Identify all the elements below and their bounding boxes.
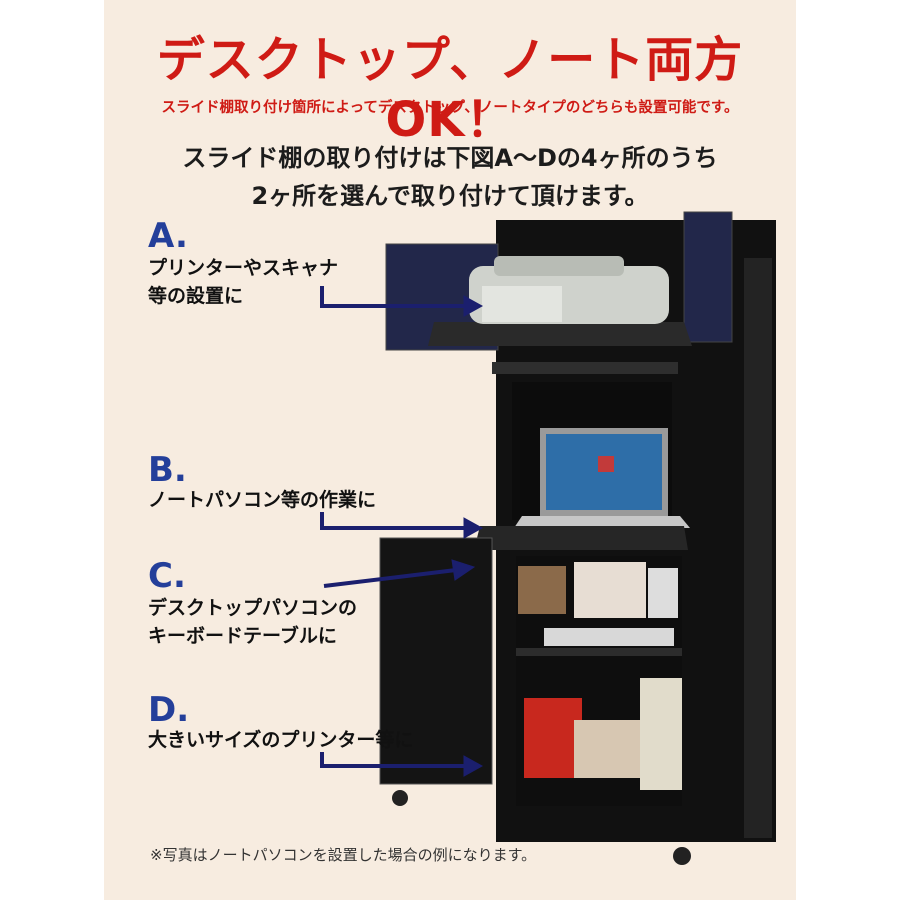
cd-stack — [518, 566, 566, 614]
lower-left-door — [379, 537, 493, 785]
trash-bin — [640, 678, 682, 790]
check-basket — [574, 720, 644, 778]
arrow-a-head — [463, 295, 484, 317]
printer-tray — [482, 286, 562, 322]
arrows — [320, 286, 484, 777]
callout-a-letter: A. — [148, 216, 188, 256]
callout-a-line-1: プリンターやスキャナ — [148, 257, 339, 279]
callout-b-line-1: ノートパソコン等の作業に — [148, 489, 377, 511]
arrow-b-line — [320, 512, 464, 530]
lead-line-2: 2ヶ所を選んで取り付けて頂けます。 — [251, 182, 649, 210]
cabinet-illustration — [320, 211, 776, 865]
callout-a-line-2: 等の設置に — [148, 285, 244, 307]
callout-b-letter: B. — [148, 450, 187, 490]
shelf-b — [474, 526, 688, 550]
page-title: デスクトップ、ノート両方OK！ — [156, 32, 744, 148]
callout-c-line-2: キーボードテーブルに — [148, 625, 337, 647]
callout-d-line-1: 大きいサイズのプリンター等に — [148, 729, 414, 751]
arrow-b-head — [463, 517, 484, 539]
caster-right — [673, 847, 691, 865]
callout-c-letter: C. — [148, 556, 186, 596]
arrow-c-line — [323, 568, 457, 588]
paper-box — [574, 562, 646, 618]
printer-top — [494, 256, 624, 276]
small-box — [544, 628, 674, 646]
callout-d-letter: D. — [148, 690, 190, 730]
lead-line-1: スライド棚の取り付けは下図A～Dの4ヶ所のうち — [182, 144, 718, 172]
arrow-c-head — [451, 559, 476, 581]
page-subtitle: スライド棚取り付け箇所によってデスクトップ、ノートタイプのどちらも設置可能です。 — [161, 100, 739, 116]
top-right-door — [683, 211, 733, 343]
shelf-a — [428, 322, 692, 346]
arrow-a-line — [320, 286, 464, 308]
rail — [492, 362, 678, 374]
laptop-logo — [598, 456, 614, 472]
arrow-d-head — [463, 755, 484, 777]
callout-c-line-1: デスクトップパソコンの — [148, 597, 358, 619]
content-panel: デスクトップ、ノート両方OK！ スライド棚取り付け箇所によってデスクトップ、ノー… — [104, 0, 796, 900]
arrow-d-line — [320, 752, 464, 768]
cabinet-side — [744, 258, 772, 838]
footnote: ※写真はノートパソコンを設置した場合の例になります。 — [150, 846, 537, 864]
red-box — [524, 698, 582, 778]
paper-box-2 — [648, 568, 678, 618]
lower-shelf — [516, 648, 682, 656]
laptop-base — [514, 516, 690, 528]
caster-left — [392, 790, 408, 806]
